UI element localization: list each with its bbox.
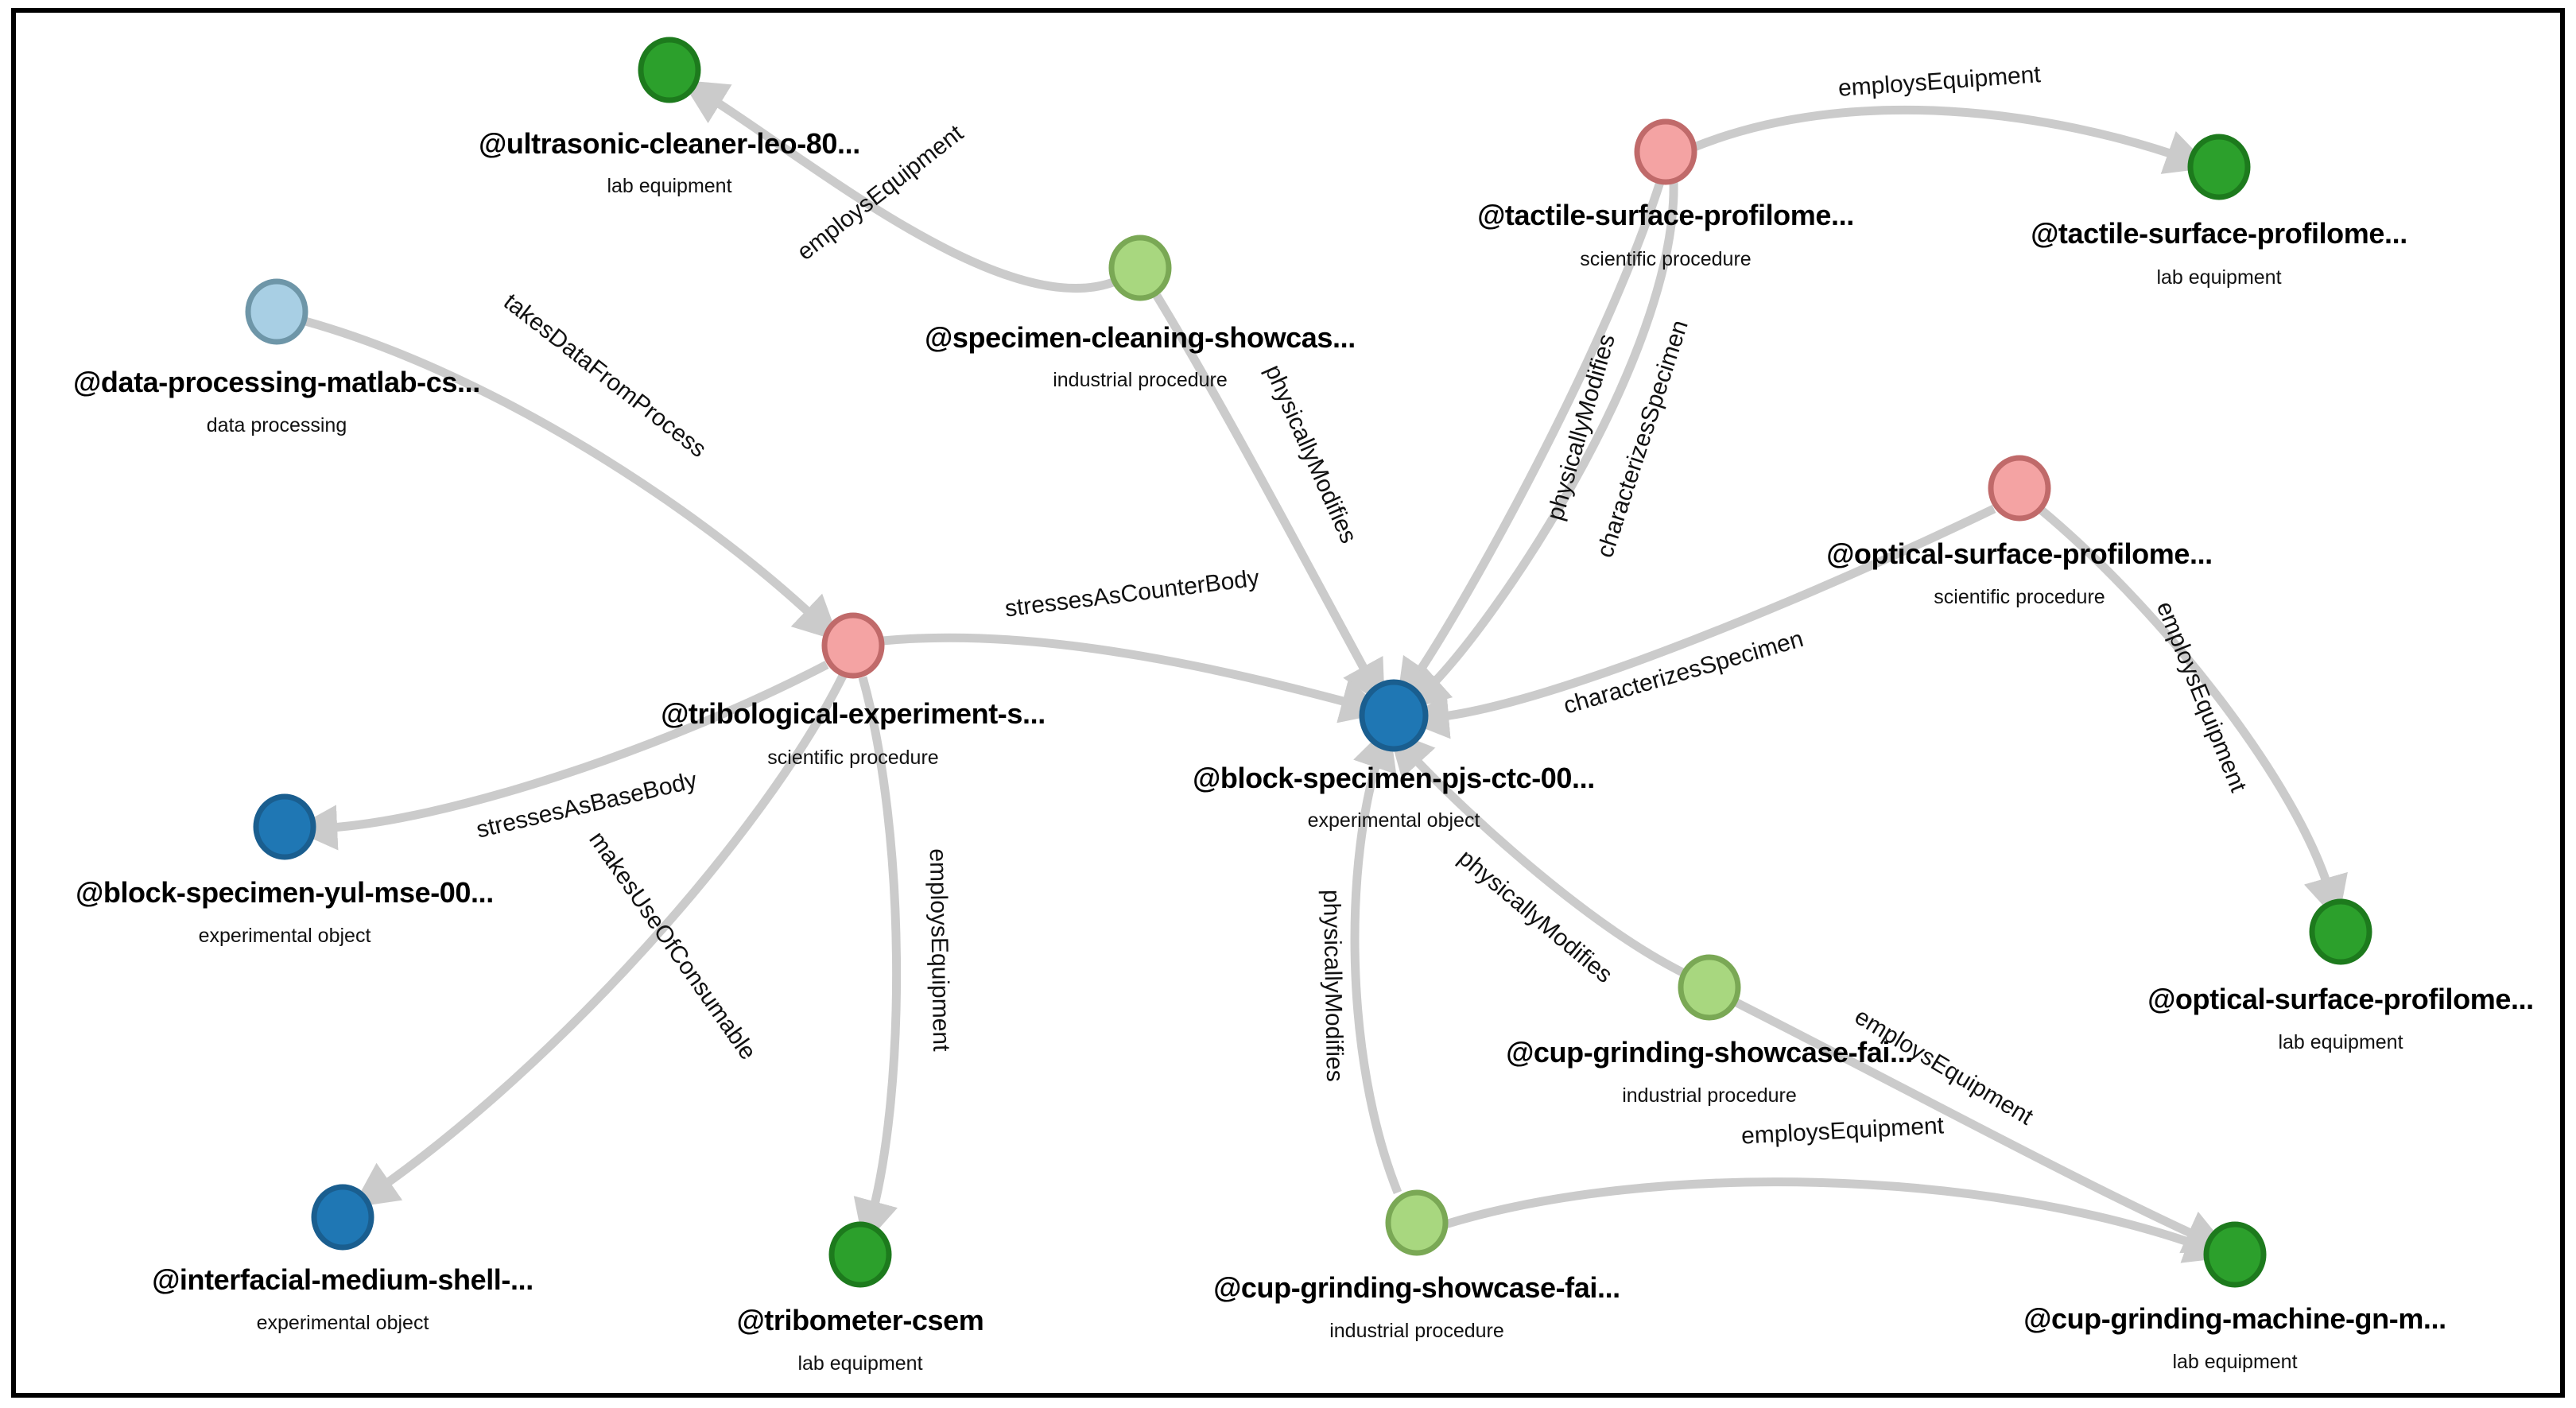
edge-label: physicallyModifies (1259, 361, 1361, 547)
graph-node-tribological-experiment[interactable] (821, 612, 885, 679)
node-type-specimen-cleaning-showcase: industrial procedure (1053, 369, 1228, 391)
edges-layer (292, 80, 2348, 1263)
node-type-tactile-surface-profilometer-proc: scientific procedure (1580, 248, 1752, 270)
graph-edge[interactable] (853, 676, 902, 1246)
node-label-cup-grinding-machine: @cup-grinding-machine-gn-m... (2023, 1302, 2446, 1335)
node-label-block-specimen-yul-mse: @block-specimen-yul-mse-00... (76, 876, 494, 909)
graph-edge[interactable] (2039, 506, 2348, 922)
node-label-tribometer-csem: @tribometer-csem (736, 1304, 984, 1336)
node-label-tribological-experiment: @tribological-experiment-s... (661, 697, 1046, 730)
graph-node-specimen-cleaning-showcase[interactable] (1108, 235, 1172, 301)
nodes-layer (245, 37, 2372, 1288)
edge-label: employsEquipment (1837, 61, 2042, 102)
edge-label: stressesAsCounterBody (1003, 565, 1260, 623)
graph-edge[interactable] (292, 661, 829, 851)
node-type-cup-grinding-showcase-lower: industrial procedure (1329, 1320, 1504, 1342)
graph-node-tribometer-csem[interactable] (828, 1221, 892, 1288)
node-label-tactile-surface-profilometer-equip: @tactile-surface-profilome... (2031, 217, 2407, 250)
node-label-block-specimen-pjs-ctc: @block-specimen-pjs-ctc-00... (1193, 762, 1595, 794)
graph-node-data-processing-matlab[interactable] (245, 278, 308, 345)
node-type-tactile-surface-profilometer-equip: lab equipment (2156, 266, 2282, 289)
node-type-block-specimen-pjs-ctc: experimental object (1307, 809, 1480, 832)
graph-node-cup-grinding-machine[interactable] (2203, 1221, 2267, 1288)
edge-label: stressesAsBaseBody (474, 767, 700, 844)
node-label-optical-surface-profilometer-proc: @optical-surface-profilome... (1826, 537, 2213, 570)
graph-edge[interactable] (1153, 293, 1385, 707)
edge-label: physicallyModifies (1318, 890, 1348, 1082)
graph-edge[interactable] (882, 633, 1387, 723)
node-type-interfacial-medium-shell: experimental object (256, 1312, 429, 1334)
node-label-specimen-cleaning-showcase: @specimen-cleaning-showcas... (925, 321, 1356, 354)
node-type-data-processing-matlab: data processing (206, 414, 347, 436)
edge-label: employsEquipment (925, 848, 954, 1052)
node-label-interfacial-medium-shell: @interfacial-medium-shell-... (152, 1263, 533, 1296)
edge-label: employsEquipment (2151, 598, 2252, 797)
node-type-cup-grinding-machine: lab equipment (2172, 1351, 2298, 1373)
node-type-block-specimen-yul-mse: experimental object (198, 925, 371, 947)
graph-edge[interactable] (304, 316, 840, 642)
graph-node-optical-surface-profilometer-equip[interactable] (2309, 898, 2372, 965)
node-label-cup-grinding-showcase-lower: @cup-grinding-showcase-fai... (1213, 1271, 1620, 1304)
graph-node-ultrasonic-cleaner[interactable] (638, 37, 701, 103)
node-type-cup-grinding-showcase-upper: industrial procedure (1622, 1084, 1797, 1107)
graph-edge[interactable] (1350, 723, 1402, 1195)
node-type-optical-surface-profilometer-proc: scientific procedure (1934, 586, 2105, 608)
node-label-ultrasonic-cleaner: @ultrasonic-cleaner-leo-80... (479, 127, 860, 160)
graph-edge[interactable] (351, 673, 847, 1208)
graph-node-interfacial-medium-shell[interactable] (311, 1184, 374, 1251)
node-label-data-processing-matlab: @data-processing-matlab-cs... (73, 366, 480, 398)
graph-node-cup-grinding-showcase-lower[interactable] (1385, 1189, 1449, 1256)
graph-node-tactile-surface-profilometer-equip[interactable] (2187, 134, 2251, 200)
graph-edge[interactable] (681, 80, 1115, 293)
graph-edge[interactable] (1732, 998, 2231, 1254)
graph-edge[interactable] (1692, 105, 2212, 174)
edge-label: employsEquipment (1740, 1112, 1945, 1149)
edge-label: takesDataFromProcess (499, 289, 711, 463)
graph-edge[interactable] (1387, 729, 1686, 977)
graph-edge[interactable] (1444, 1177, 2232, 1263)
node-type-optical-surface-profilometer-equip: lab equipment (2278, 1031, 2403, 1053)
node-type-ultrasonic-cleaner: lab equipment (607, 175, 732, 197)
node-type-tribometer-csem: lab equipment (797, 1352, 923, 1375)
edge-label: makesUseOfConsumable (584, 827, 761, 1065)
node-label-optical-surface-profilometer-equip: @optical-surface-profilome... (2147, 983, 2534, 1015)
graph-node-tactile-surface-profilometer-proc[interactable] (1634, 118, 1697, 185)
node-label-cup-grinding-showcase-upper: @cup-grinding-showcase-fai... (1506, 1036, 1913, 1069)
graph-edge[interactable] (1403, 181, 1678, 712)
graph-node-block-specimen-pjs-ctc[interactable] (1359, 679, 1429, 752)
graph-node-optical-surface-profilometer-proc[interactable] (1988, 455, 2051, 522)
graph-edge[interactable] (1403, 505, 1996, 739)
graph-node-block-specimen-yul-mse[interactable] (253, 793, 316, 860)
graph-node-cup-grinding-showcase-upper[interactable] (1678, 954, 1741, 1021)
graph-edge[interactable] (1396, 180, 1665, 706)
node-label-tactile-surface-profilometer-proc: @tactile-surface-profilome... (1477, 199, 1854, 231)
node-type-tribological-experiment: scientific procedure (767, 747, 939, 769)
